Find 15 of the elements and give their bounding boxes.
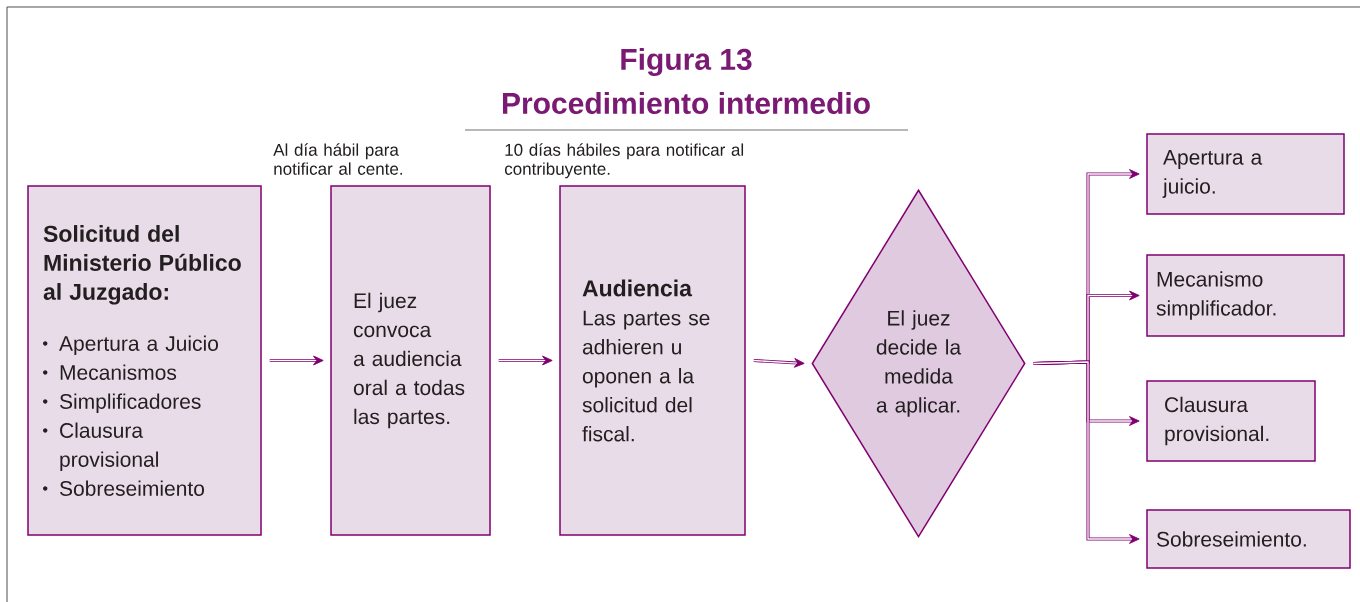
outcome-box: Sobreseimiento. [1146,509,1351,569]
process-box: El juez convoca a audiencia oral a todas las partes. [330,185,491,536]
arrow [269,355,324,366]
process-box: Solicitud del Ministerio Público al Juzgado: Apertura a Juicio Mecanismos Simplificadores Clausura provisional Sobreseimiento [27,185,262,536]
arrow [498,355,553,366]
outcome-box: Mecanismo simplificador. [1146,254,1345,337]
arrow [1033,360,1140,544]
figure-title: Figura 13 [621,47,752,77]
process-box: Audiencia Las partes se adhieren u oponen a la solicitud del fiscal. [559,185,746,536]
outcome-box: Clausura provisional. [1146,380,1316,462]
note-text: Al día hábil para notificar al cente. [273,143,403,175]
outcome-box: Apertura a juicio. [1146,133,1345,215]
figure-subtitle: Procedimiento intermedio [503,92,870,114]
arrow [753,358,805,368]
note-text: 10 días hábiles para notificar al contribuyente. [504,143,744,179]
